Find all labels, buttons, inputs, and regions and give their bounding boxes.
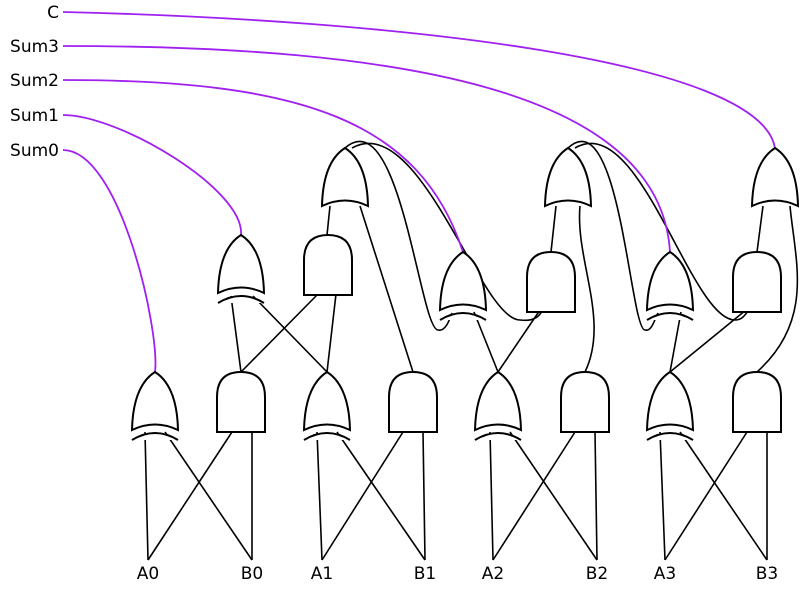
and-gate <box>732 370 782 433</box>
input-label-a0: A0 <box>137 564 159 584</box>
wire <box>326 293 337 373</box>
xor-gate-arc <box>439 312 487 321</box>
wire <box>679 431 768 561</box>
input-label-b3: B3 <box>756 564 778 584</box>
and-gate-body <box>560 370 610 433</box>
and-gate <box>526 250 576 313</box>
wire <box>509 431 598 561</box>
wire <box>240 293 319 373</box>
xor-gate <box>645 250 695 321</box>
input-label-b2: B2 <box>586 564 608 584</box>
wire <box>756 205 764 253</box>
output-label-sum3: Sum3 <box>10 37 59 57</box>
wire <box>316 431 323 561</box>
carry-wire <box>574 142 749 321</box>
carry-wire <box>578 205 595 373</box>
xor-gate <box>473 370 523 441</box>
input-label-a3: A3 <box>654 564 676 584</box>
xor-gate <box>302 370 352 441</box>
output-wire-sum3 <box>62 45 671 253</box>
wire <box>497 309 541 373</box>
and-gate-body <box>732 370 782 433</box>
xor-gate-arc <box>474 432 522 441</box>
xor-gate <box>438 250 488 321</box>
output-label-sum1: Sum1 <box>10 106 59 126</box>
xor-gate-body <box>645 370 695 432</box>
output-wire-sum2 <box>62 79 464 253</box>
xor-gate-body <box>302 370 352 432</box>
xor-gate-arc <box>217 295 265 304</box>
wire <box>669 311 682 373</box>
xor-gate-arc <box>646 432 694 441</box>
or-gate <box>320 146 370 208</box>
or-gate <box>750 146 800 208</box>
wire <box>252 295 328 373</box>
and-gate-body <box>303 233 353 296</box>
and-gate-body <box>526 250 576 313</box>
output-label-sum0: Sum0 <box>10 141 59 161</box>
and-gate <box>388 370 438 433</box>
carry-wire <box>344 140 453 331</box>
wire <box>164 431 253 561</box>
xor-gate-body <box>438 250 488 312</box>
and-gate <box>216 370 266 433</box>
carry-wire <box>756 205 799 373</box>
xor-gate-body <box>216 233 266 295</box>
xor-gate-body <box>645 250 695 312</box>
wire <box>359 205 414 373</box>
output-label-sum2: Sum2 <box>10 71 59 91</box>
wire <box>336 431 426 561</box>
and-gate-body <box>388 370 438 433</box>
xor-gate-body <box>473 370 523 432</box>
wire <box>230 295 242 373</box>
and-gate-body <box>732 250 782 313</box>
or-gate <box>543 146 593 208</box>
or-gate-body <box>750 146 800 208</box>
input-label-b0: B0 <box>241 564 263 584</box>
wire <box>473 311 499 373</box>
xor-gate-arc <box>646 312 694 321</box>
and-gate-body <box>216 370 266 433</box>
output-wire-sum1 <box>62 114 242 236</box>
wire <box>144 431 149 561</box>
or-gate-body <box>320 146 370 208</box>
wire <box>659 431 666 561</box>
wire <box>326 205 331 236</box>
xor-gate-arc <box>303 432 351 441</box>
wire <box>422 431 426 561</box>
xor-gate <box>130 370 180 441</box>
output-label-c: C <box>47 3 59 23</box>
output-wire-sum0 <box>62 149 157 373</box>
wire <box>664 431 748 561</box>
xor-gate-body <box>130 370 180 432</box>
wire <box>492 431 576 561</box>
wire <box>321 431 404 561</box>
input-label-a2: A2 <box>482 564 504 584</box>
xor-gate <box>645 370 695 441</box>
input-label-a1: A1 <box>311 564 333 584</box>
and-gate <box>303 233 353 296</box>
wire <box>147 431 233 561</box>
and-gate <box>560 370 610 433</box>
output-wire-c <box>62 11 776 149</box>
carry-wire <box>567 140 659 331</box>
wire <box>594 431 598 561</box>
input-label-b1: B1 <box>414 564 436 584</box>
wire <box>489 431 494 561</box>
wire <box>550 205 557 253</box>
xor-gate <box>216 233 266 304</box>
carry-wire <box>351 142 543 322</box>
and-gate <box>732 250 782 313</box>
xor-gate-arc <box>131 432 179 441</box>
or-gate-body <box>543 146 593 208</box>
